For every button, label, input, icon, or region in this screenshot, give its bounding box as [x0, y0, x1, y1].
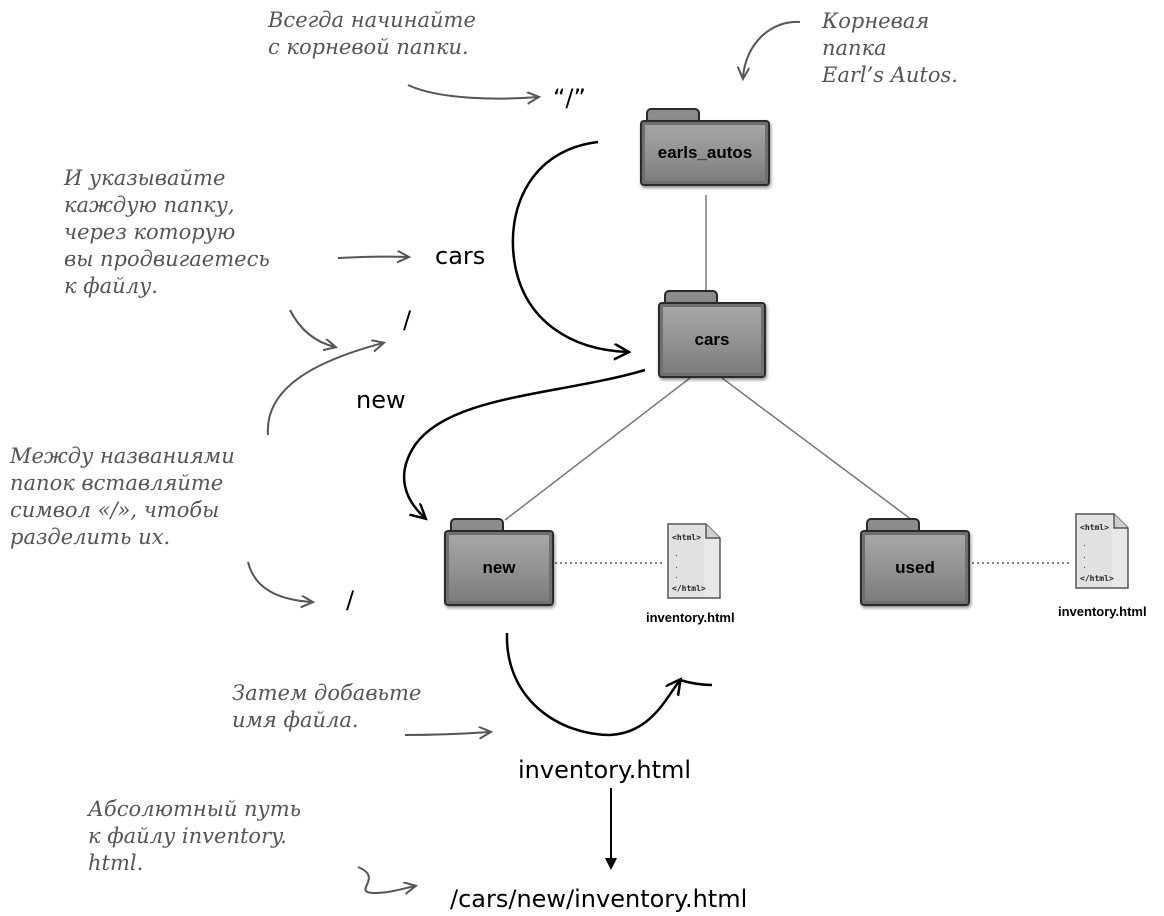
- svg-text:.: .: [674, 561, 679, 570]
- folder-label: earls_autos: [657, 143, 753, 162]
- file-close-tag: </html>: [672, 584, 706, 593]
- file-open-tag: <html>: [1080, 523, 1109, 532]
- folder-body: [860, 530, 970, 606]
- annotation-start-root: Всегда начинайте с корневой папки.: [268, 8, 476, 59]
- annotation-separator: Между названиями папок вставляйте символ…: [10, 444, 235, 549]
- svg-text:.: .: [1082, 561, 1087, 570]
- nav-arrow-new-to-file: [505, 632, 680, 737]
- folder-new[interactable]: new: [444, 518, 554, 606]
- note-arrow-new: [266, 343, 383, 436]
- annotation-absolute-path: Абсолютный путь к файлу inventory. html.: [88, 797, 302, 875]
- path-token-root: “/”: [553, 84, 586, 112]
- note-arrow-start-root: [407, 84, 538, 99]
- path-token-slash-2: /: [346, 586, 355, 614]
- svg-text:.: .: [1082, 539, 1087, 548]
- folder-body: [444, 530, 554, 606]
- path-result: /cars/new/inventory.html: [450, 885, 748, 913]
- folder-earls-autos[interactable]: earls_autos: [640, 108, 770, 186]
- note-arrow-absolute: [357, 866, 415, 893]
- tree-link-cars-new: [504, 377, 691, 521]
- folder-body: [640, 120, 770, 186]
- svg-text:.: .: [1082, 551, 1087, 560]
- file-name-used-inventory: inventory.html: [1058, 604, 1147, 619]
- file-name-new-inventory: inventory.html: [646, 610, 735, 625]
- note-arrow-cars: [337, 257, 408, 258]
- nav-arrow-cars-to-new: [402, 368, 646, 518]
- folder-label: new: [482, 558, 516, 577]
- path-token-cars: cars: [435, 242, 486, 270]
- file-open-tag: <html>: [672, 533, 701, 542]
- html-file-icon-used[interactable]: <html> . . . </html>: [1072, 510, 1132, 592]
- note-arrow-separator: [247, 561, 312, 602]
- folder-used[interactable]: used: [860, 518, 970, 606]
- folder-label: cars: [694, 330, 730, 349]
- nav-arrow-file-tail: [679, 678, 713, 687]
- annotation-each-folder: И указывайте каждую папку, через которую…: [64, 166, 270, 298]
- note-arrow-add-file: [404, 732, 490, 735]
- note-arrow-root-folder: [743, 20, 801, 78]
- folder-cars[interactable]: cars: [658, 290, 766, 378]
- annotation-add-file: Затем добавьте имя файла.: [232, 681, 422, 732]
- tree-link-cars-used: [721, 377, 913, 521]
- folder-body: [658, 302, 766, 378]
- nav-arrow-root-to-cars: [511, 140, 628, 352]
- path-token-new: new: [356, 386, 406, 414]
- path-token-slash-1: /: [403, 306, 412, 334]
- path-token-filename: inventory.html: [518, 756, 692, 784]
- svg-text:.: .: [674, 549, 679, 558]
- folder-label: used: [895, 558, 935, 577]
- annotation-root-folder: Корневая папка Earl’s Autos.: [822, 9, 958, 87]
- html-file-icon-new[interactable]: <html> . . . </html>: [664, 520, 724, 602]
- file-close-tag: </html>: [1080, 574, 1114, 583]
- note-arrow-slash: [289, 309, 335, 347]
- svg-text:.: .: [674, 571, 679, 580]
